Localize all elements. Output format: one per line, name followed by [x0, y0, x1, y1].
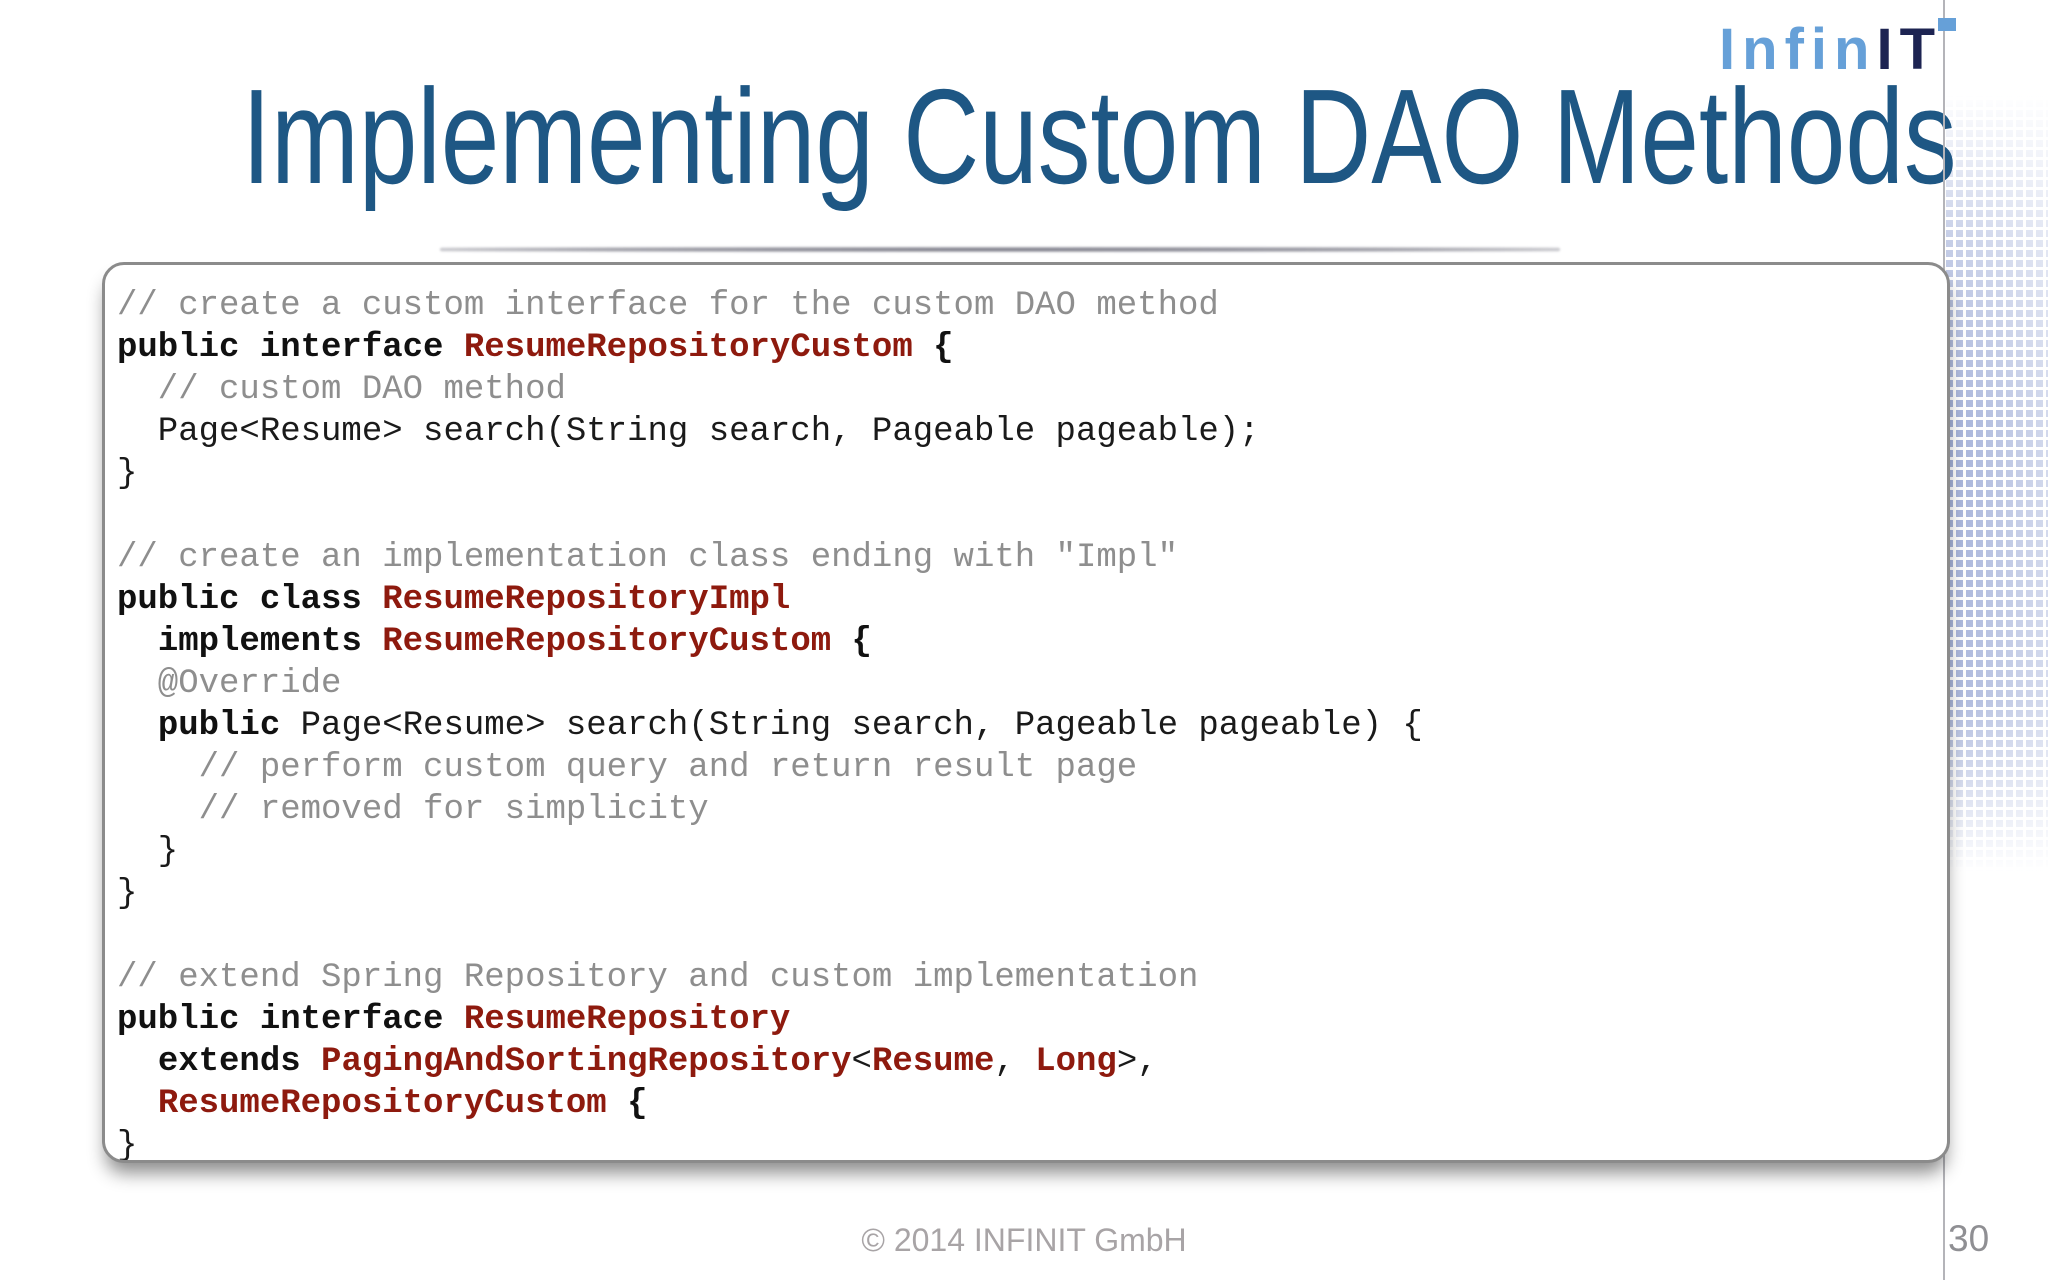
page-title: Implementing Custom DAO Methods	[241, 61, 1957, 212]
code-token-type: ResumeRepositoryCustom	[382, 623, 832, 661]
logo-text-light: Infin	[1719, 17, 1877, 82]
code-line: // removed for simplicity	[117, 789, 1937, 831]
code-token-comment: // removed for simplicity	[117, 791, 709, 829]
code-line: // create an implementation class ending…	[117, 537, 1937, 579]
code-token-keyword: public	[157, 707, 281, 745]
code-token-comment: // create a custom interface for the cus…	[117, 287, 1219, 325]
code-token-keyword: extends	[157, 1043, 322, 1081]
code-token-keyword: {	[912, 329, 954, 367]
code-token-type: PagingAndSortingRepository	[321, 1043, 852, 1081]
logo-accent-mark	[1938, 18, 1956, 31]
logo-text-dark: IT	[1876, 17, 1942, 82]
code-line	[117, 915, 1937, 957]
code-line: // create a custom interface for the cus…	[117, 285, 1937, 327]
code-token-comment: // extend Spring Repository and custom i…	[117, 959, 1199, 997]
code-token-type: ResumeRepositoryImpl	[382, 581, 791, 619]
code-line: }	[117, 831, 1937, 873]
code-line: @Override	[117, 663, 1937, 705]
code-token-comment: // custom DAO method	[117, 371, 566, 409]
code-panel: // create a custom interface for the cus…	[102, 262, 1950, 1163]
code-token-plain	[117, 707, 158, 745]
code-line: }	[117, 1125, 1937, 1163]
code-token-type: ResumeRepositoryCustom	[463, 329, 913, 367]
code-token-plain: Page<Resume> search(String search, Pagea…	[280, 707, 1423, 745]
code-token-keyword: public interface	[117, 1001, 464, 1039]
code-token-plain	[117, 623, 158, 661]
code-token-type: Resume	[871, 1043, 995, 1081]
code-line: // extend Spring Repository and custom i…	[117, 957, 1937, 999]
code-line: public interface ResumeRepository	[117, 999, 1937, 1041]
code-token-plain: }	[117, 1127, 138, 1163]
code-token-type: ResumeRepository	[463, 1001, 791, 1039]
code-line: Page<Resume> search(String search, Pagea…	[117, 411, 1937, 453]
code-token-plain: }	[117, 833, 179, 871]
code-token-keyword: public interface	[117, 329, 464, 367]
code-token-comment: @Override	[117, 665, 342, 703]
code-token-comment: // perform custom query and return resul…	[117, 749, 1138, 787]
code-line: }	[117, 873, 1937, 915]
code-token-plain: }	[117, 455, 138, 493]
title-container: Implementing Custom DAO Methods	[0, 62, 2048, 212]
code-line: // custom DAO method	[117, 369, 1937, 411]
code-token-keyword: public class	[117, 581, 383, 619]
code-token-plain: }	[117, 875, 138, 913]
code-token-comment: // create an implementation class ending…	[117, 539, 1178, 577]
code-line: public class ResumeRepositoryImpl	[117, 579, 1937, 621]
code-line: ResumeRepositoryCustom {	[117, 1083, 1937, 1125]
infinit-logo: InfinIT	[1719, 16, 1956, 83]
code-line	[117, 495, 1937, 537]
page-number: 30	[1948, 1218, 1990, 1259]
code-line: public interface ResumeRepositoryCustom …	[117, 327, 1937, 369]
right-edge-texture	[1946, 0, 2048, 1280]
code-token-keyword: implements	[157, 623, 383, 661]
code-line: }	[117, 453, 1937, 495]
code-token-type: Long	[1035, 1043, 1117, 1081]
code-token-keyword: {	[606, 1085, 648, 1123]
code-token-plain	[117, 1043, 158, 1081]
code-token-plain	[117, 1085, 158, 1123]
code-token-type: ResumeRepositoryCustom	[157, 1085, 607, 1123]
code-line: // perform custom query and return resul…	[117, 747, 1937, 789]
code-line: public Page<Resume> search(String search…	[117, 705, 1937, 747]
code-token-plain: >,	[1116, 1043, 1158, 1081]
code-line: extends PagingAndSortingRepository<Resum…	[117, 1041, 1937, 1083]
code-token-keyword: {	[831, 623, 872, 661]
code-token-plain: <	[851, 1043, 872, 1081]
footer-copyright: © 2014 INFINIT GmbH	[861, 1222, 1187, 1258]
code-panel-top-shadow	[440, 247, 1560, 252]
code-token-plain: Page<Resume> search(String search, Pagea…	[117, 413, 1260, 451]
code-token-plain: ,	[994, 1043, 1036, 1081]
code-line: implements ResumeRepositoryCustom {	[117, 621, 1937, 663]
